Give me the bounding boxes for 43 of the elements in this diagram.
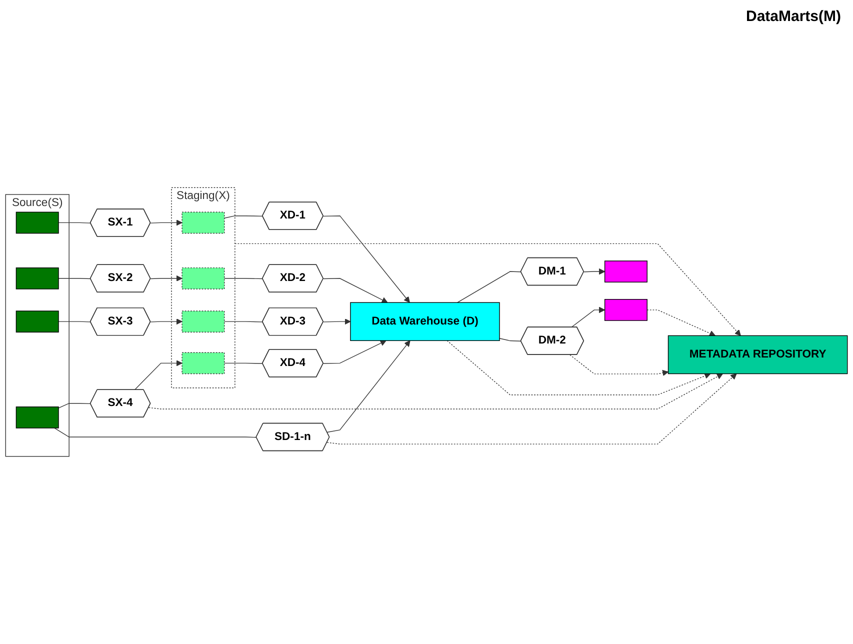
node-box xyxy=(604,260,648,282)
connector xyxy=(224,278,263,280)
arrow xyxy=(323,215,410,303)
arrow xyxy=(570,354,669,376)
arrow xyxy=(446,340,711,396)
connector xyxy=(58,402,91,408)
node-box: METADATA REPOSITORY xyxy=(668,335,848,374)
arrow xyxy=(326,373,737,444)
arrow xyxy=(323,340,386,364)
arrow xyxy=(150,275,182,282)
node-box xyxy=(16,267,59,290)
arrow xyxy=(234,243,741,336)
node-box xyxy=(16,406,59,428)
connector xyxy=(58,222,91,224)
connector xyxy=(224,362,263,364)
connector xyxy=(58,321,91,322)
arrow xyxy=(150,220,182,226)
connector xyxy=(224,321,263,322)
cluster: Staging(X) xyxy=(171,187,236,388)
section-heading: DataMarts(M) xyxy=(746,8,841,25)
arrow xyxy=(150,318,182,325)
node-box xyxy=(182,352,225,374)
arrow xyxy=(323,318,351,325)
node-box xyxy=(16,310,59,332)
connector xyxy=(499,338,522,342)
connector xyxy=(224,215,263,218)
node-box xyxy=(16,212,59,234)
node-box: Data Warehouse (D) xyxy=(350,302,500,341)
arrow xyxy=(584,268,606,275)
arrow xyxy=(646,310,716,336)
node-box xyxy=(182,310,225,332)
connector xyxy=(58,278,91,280)
connector xyxy=(457,271,522,303)
arrow xyxy=(134,360,182,390)
node-box xyxy=(604,299,648,321)
arrow xyxy=(148,373,723,410)
node-box xyxy=(182,212,225,234)
arrow xyxy=(323,278,388,303)
arrow xyxy=(326,340,410,433)
node-box xyxy=(182,267,225,290)
arrow xyxy=(570,306,606,328)
cluster: Source(S) xyxy=(5,194,70,457)
connector xyxy=(54,428,257,438)
